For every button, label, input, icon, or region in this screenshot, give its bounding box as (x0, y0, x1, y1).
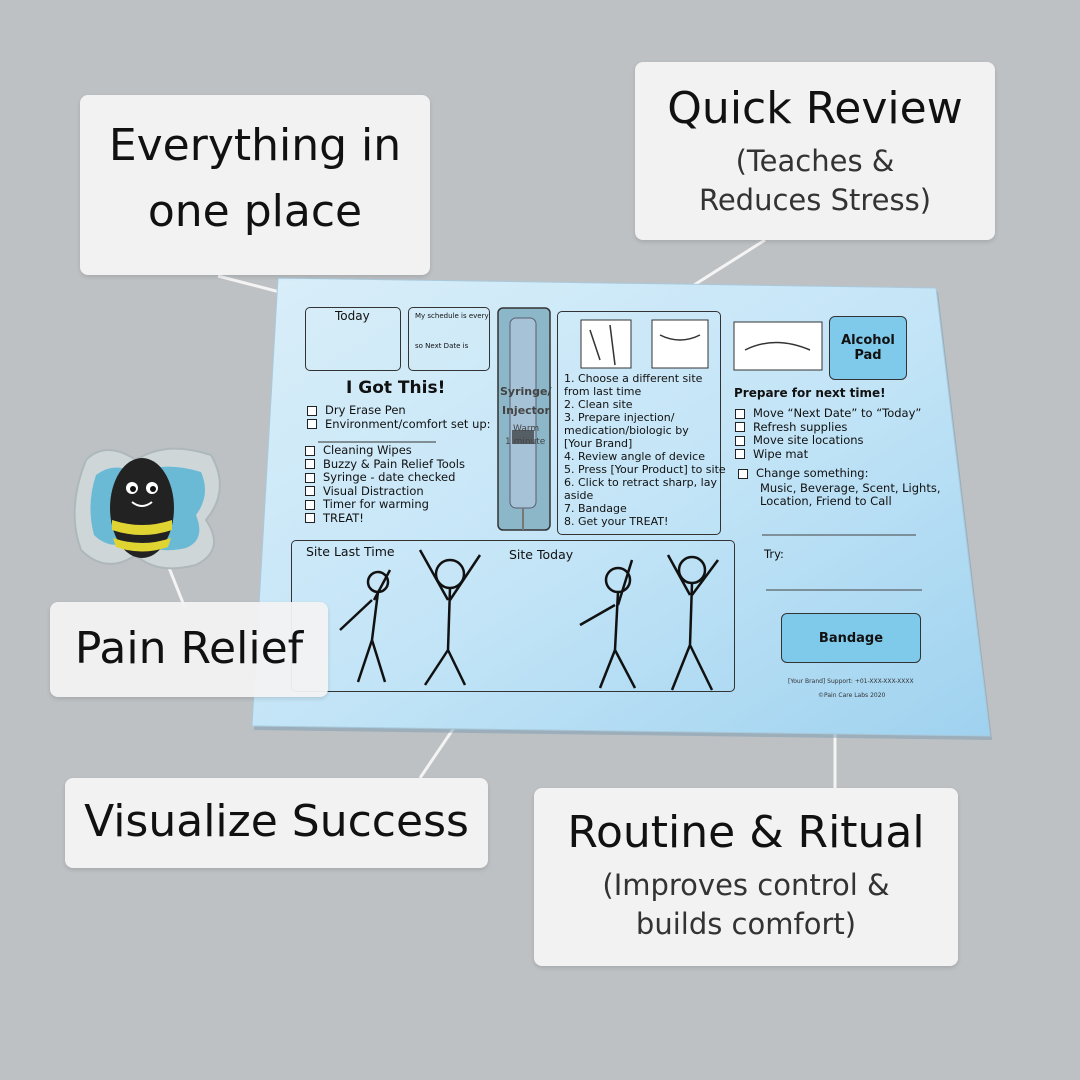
step-item: 1. Choose a different site (564, 372, 703, 385)
checklist-item: Dry Erase Pen (307, 403, 491, 418)
checkbox-icon (305, 486, 315, 496)
step-item: 6. Click to retract sharp, lay (564, 476, 717, 489)
callout-routine: Routine & Ritual (Improves control & bui… (534, 788, 958, 966)
buzzy-bee-device (73, 447, 221, 570)
step-item: 8. Get your TREAT! (564, 515, 669, 528)
checklist-a: Dry Erase Pen Environment/comfort set up… (307, 403, 491, 432)
checkbox-icon (305, 499, 315, 510)
checklist-item: Syringe - date checked (305, 470, 465, 485)
checkbox-icon (305, 513, 315, 523)
checklist-item: Buzzy & Pain Relief Tools (305, 457, 465, 472)
step-item: 4. Review angle of device (564, 450, 705, 463)
callout-quick-review: Quick Review (Teaches & Reduces Stress) (635, 62, 995, 240)
callout-routine-sub2: builds comfort) (635, 907, 857, 942)
change-line-1: Music, Beverage, Scent, Lights, (760, 481, 941, 495)
checkbox-icon (307, 405, 317, 416)
checklist-b: Cleaning Wipes Buzzy & Pain Relief Tools… (305, 443, 465, 526)
checklist-item: Cleaning Wipes (305, 443, 465, 458)
callout-visualize: Visualize Success (65, 778, 488, 868)
step-item: aside (564, 489, 594, 502)
syringe-label-1: Syringe/ (500, 385, 552, 398)
alcohol-pad-line2: Pad (854, 348, 882, 363)
step-item: medication/biologic by (564, 424, 689, 437)
checkbox-icon (735, 408, 745, 419)
steps-list: 1. Choose a different site from last tim… (564, 372, 726, 528)
prepare-heading: Prepare for next time! (734, 386, 886, 400)
checkbox-icon (307, 419, 317, 429)
leader-quick-review (641, 238, 766, 320)
callout-everything: Everything in one place (80, 95, 430, 275)
checklist-item: Visual Distraction (305, 484, 465, 499)
schedule-box (408, 307, 490, 371)
bandage-pad: Bandage (781, 613, 921, 663)
callout-everything-line1: Everything in (108, 120, 402, 171)
prepare-item: Move site locations (735, 433, 921, 448)
checkbox-icon (305, 472, 315, 483)
callout-pain-relief-title: Pain Relief (74, 623, 304, 674)
checkbox-icon (735, 449, 745, 459)
copyright-text: ©Pain Care Labs 2020 (818, 692, 886, 699)
callout-quick-review-sub2: Reduces Stress) (698, 183, 932, 218)
checklist-item: Environment/comfort set up: (307, 417, 491, 432)
step-item: 2. Clean site (564, 398, 633, 411)
callout-pain-relief: Pain Relief (50, 602, 328, 697)
sites-box (291, 540, 735, 692)
change-heading: Change something: (738, 466, 868, 480)
step-item: 7. Bandage (564, 502, 627, 515)
alcohol-pad: Alcohol Pad (829, 316, 907, 380)
schedule-label: My schedule is every (415, 312, 489, 320)
checkbox-icon (305, 445, 315, 456)
callout-visualize-title: Visualize Success (84, 796, 469, 847)
step-item: 5. Press [Your Product] to site (564, 463, 726, 476)
alcohol-pad-line1: Alcohol (841, 333, 895, 348)
prepare-item: Wipe mat (735, 447, 921, 462)
checkbox-icon (738, 468, 748, 479)
checklist-item: TREAT! (305, 511, 465, 526)
try-label: Try: (764, 547, 784, 561)
callout-routine-title: Routine & Ritual (567, 807, 925, 858)
steps-box (557, 311, 721, 535)
checkbox-icon (735, 435, 745, 446)
site-today-label: Site Today (509, 547, 574, 562)
checkbox-icon (305, 459, 315, 469)
step-item: 3. Prepare injection/ (564, 411, 675, 424)
prepare-item: Move “Next Date” to “Today” (735, 406, 921, 421)
callout-routine-sub1: (Improves control & (602, 868, 890, 902)
prepare-item: Refresh supplies (735, 420, 921, 435)
callout-quick-review-title: Quick Review (667, 83, 963, 134)
step-item: [Your Brand] (564, 437, 633, 450)
support-text: [Your Brand] Support: +01-XXX-XXX-XXXX (788, 678, 914, 685)
syringe-minute: 1 minute (505, 437, 546, 447)
callout-everything-line2: one place (147, 186, 363, 237)
step-item: from last time (564, 385, 642, 398)
next-date-label: so Next Date is (415, 342, 469, 350)
checklist-item: Timer for warming (305, 497, 465, 512)
checkbox-icon (735, 422, 745, 432)
site-last-label: Site Last Time (306, 544, 395, 559)
prepare-list: Move “Next Date” to “Today” Refresh supp… (735, 406, 921, 462)
i-got-this-heading: I Got This! (346, 378, 446, 398)
change-line-2: Location, Friend to Call (760, 494, 892, 508)
syringe-warm: Warm (513, 424, 540, 434)
callout-quick-review-sub1: (Teaches & (735, 144, 895, 178)
today-box (305, 307, 401, 371)
today-label: Today (335, 309, 370, 323)
syringe-label-2: Injector (502, 404, 550, 417)
